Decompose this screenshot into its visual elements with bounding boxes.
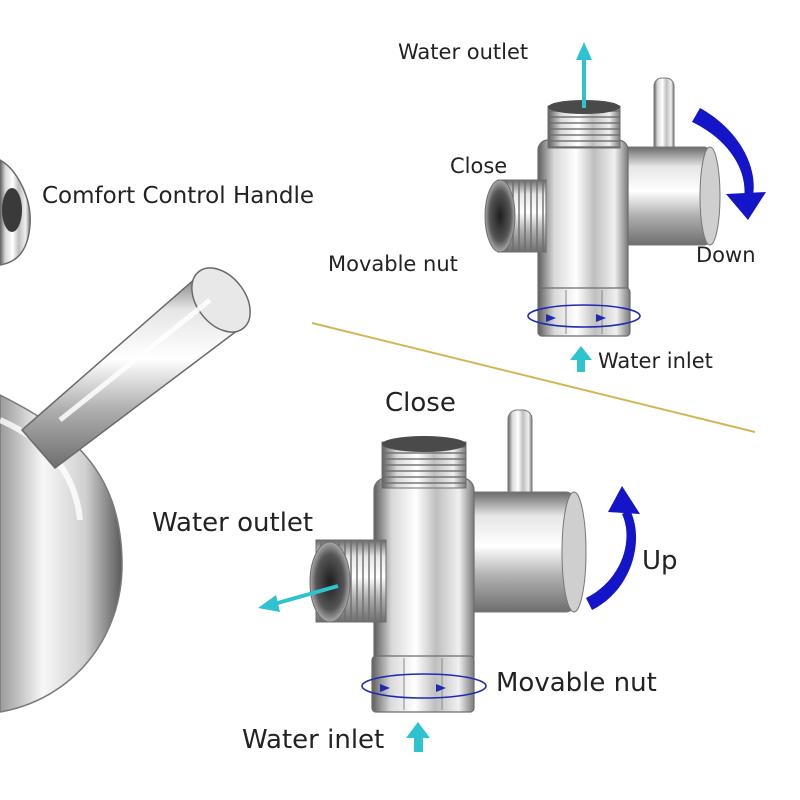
top-movable-nut xyxy=(537,287,631,337)
bottom-left-opening xyxy=(309,541,351,623)
flow-arrow-icon xyxy=(570,346,592,372)
flow-arrow-icon xyxy=(406,722,430,752)
comfort-control-handle-label: Comfort Control Handle xyxy=(42,183,315,209)
top-close-label: Close xyxy=(450,154,508,178)
top-diverter xyxy=(484,77,721,337)
bottom-diverter xyxy=(309,409,587,713)
bottom-up-label: Up xyxy=(642,546,678,576)
bottom-movable-nut-label: Movable nut xyxy=(496,668,657,698)
flow-arrow-icon xyxy=(258,584,339,612)
top-body xyxy=(537,139,629,301)
top-water-inlet-label: Water inlet xyxy=(598,349,713,373)
bottom-close-label: Close xyxy=(385,388,456,418)
bottom-movable-nut xyxy=(371,655,475,713)
left-shower-head xyxy=(0,159,251,713)
nut-rotation-icon xyxy=(361,673,487,699)
bottom-water-outlet-label: Water outlet xyxy=(152,508,314,538)
rotate-up-icon xyxy=(586,486,640,610)
rotate-down-icon xyxy=(692,108,766,220)
bottom-side-cylinder xyxy=(463,491,575,613)
flow-arrow-icon xyxy=(576,42,592,108)
divider-line xyxy=(311,322,756,433)
nut-rotation-icon xyxy=(527,304,641,328)
top-movable-nut-label: Movable nut xyxy=(328,252,458,276)
top-down-label: Down xyxy=(696,243,756,267)
top-left-opening xyxy=(484,179,516,253)
bottom-body xyxy=(373,477,475,669)
top-water-outlet-label: Water outlet xyxy=(398,40,529,64)
bottom-water-inlet-label: Water inlet xyxy=(242,725,385,755)
top-side-cylinder xyxy=(621,146,711,246)
